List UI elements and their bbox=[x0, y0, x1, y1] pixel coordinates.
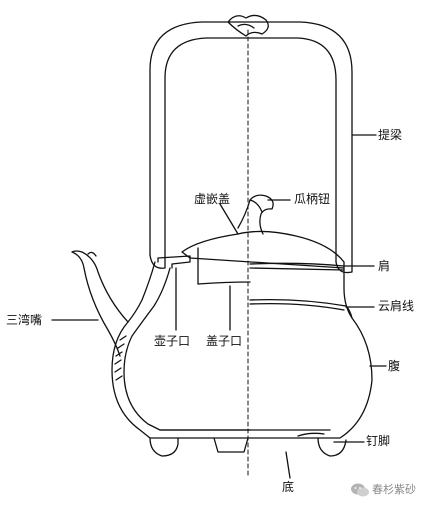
lid-knob bbox=[237, 194, 274, 235]
label-inlaid-lid: 虚嵌盖 bbox=[194, 192, 231, 206]
label-handle: 提梁 bbox=[378, 128, 403, 142]
label-cloud-shoulder-line: 云肩线 bbox=[378, 299, 415, 313]
label-lid-knob: 瓜柄钮 bbox=[294, 192, 331, 206]
watermark-text: 春杉紫砂 bbox=[372, 483, 416, 496]
foot-left bbox=[149, 437, 179, 457]
handle-joint-left bbox=[149, 251, 166, 269]
label-nail-feet: 钉脚 bbox=[366, 434, 391, 448]
handle-joint-right bbox=[335, 261, 353, 274]
leader-inlaid-lid bbox=[219, 203, 239, 235]
lid bbox=[181, 230, 345, 269]
label-belly: 腹 bbox=[388, 359, 401, 373]
foot-center bbox=[213, 437, 249, 453]
label-spout: 三湾嘴 bbox=[6, 313, 43, 327]
handle-binding bbox=[227, 14, 269, 37]
handle-inner bbox=[164, 37, 337, 263]
label-shoulder: 肩 bbox=[378, 259, 391, 273]
shoulder-line bbox=[249, 262, 345, 267]
wechat-icon bbox=[351, 483, 369, 497]
body-outline bbox=[111, 261, 373, 439]
foot-right bbox=[317, 437, 347, 457]
cloud-shoulder-line bbox=[249, 298, 353, 319]
leader-bottom bbox=[285, 451, 291, 479]
handle-outer bbox=[149, 21, 353, 266]
pot-mouth-rim bbox=[157, 255, 191, 269]
label-lid-mouth: 盖子口 bbox=[206, 334, 243, 348]
spout bbox=[71, 250, 129, 357]
label-pot-mouth: 壶子口 bbox=[154, 334, 191, 348]
body-inner-wall bbox=[123, 267, 251, 431]
label-bottom: 底 bbox=[282, 480, 295, 494]
